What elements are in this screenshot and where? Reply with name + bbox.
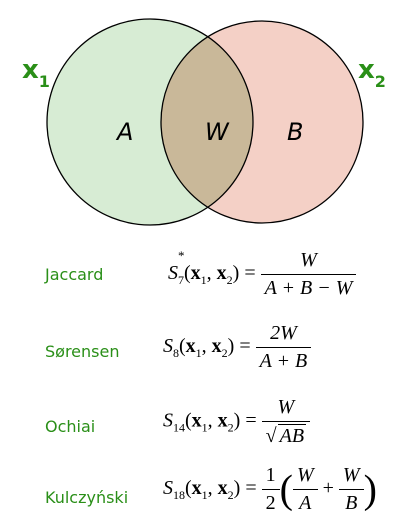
right-set-label: x2 <box>358 55 386 91</box>
kulczynski-coef-denominator: 2 <box>261 489 280 515</box>
jaccard-numerator: W <box>300 249 317 271</box>
kulczynski-close-paren: ) <box>363 466 377 512</box>
ochiai-numerator: W <box>277 396 295 418</box>
measure-name: Kulczyński <box>45 488 129 507</box>
ochiai-formula: S14(x1, x2) = W√AB <box>163 396 311 448</box>
region-a-label: A <box>115 118 133 146</box>
measure-name: Ochiai <box>45 417 96 436</box>
sorensen-numerator: 2W <box>270 322 297 344</box>
left-set-label: x1 <box>22 55 50 91</box>
kulczynski-term1-denominator: A <box>292 489 318 515</box>
region-w-label: W <box>205 118 230 146</box>
kulczynski-term2-numerator: W <box>342 464 360 486</box>
kulczynski-term2-denominator: B <box>338 489 364 515</box>
kulczynski-coef-numerator: 1 <box>265 464 276 486</box>
ochiai-row: Ochiai S14(x1, x2) = W√AB <box>0 394 406 454</box>
measure-name: Sørensen <box>45 342 120 361</box>
kulczynski-term1-numerator: W <box>296 464 314 486</box>
sorensen-denominator: A + B <box>255 347 312 373</box>
overlap-region <box>161 21 253 223</box>
region-b-label: B <box>287 118 303 146</box>
jaccard-denominator: A + B − W <box>260 274 357 300</box>
venn-diagram: x1 x2 A W B <box>22 18 386 226</box>
measure-name: Jaccard <box>45 265 104 284</box>
ochiai-denominator: AB <box>277 424 307 447</box>
